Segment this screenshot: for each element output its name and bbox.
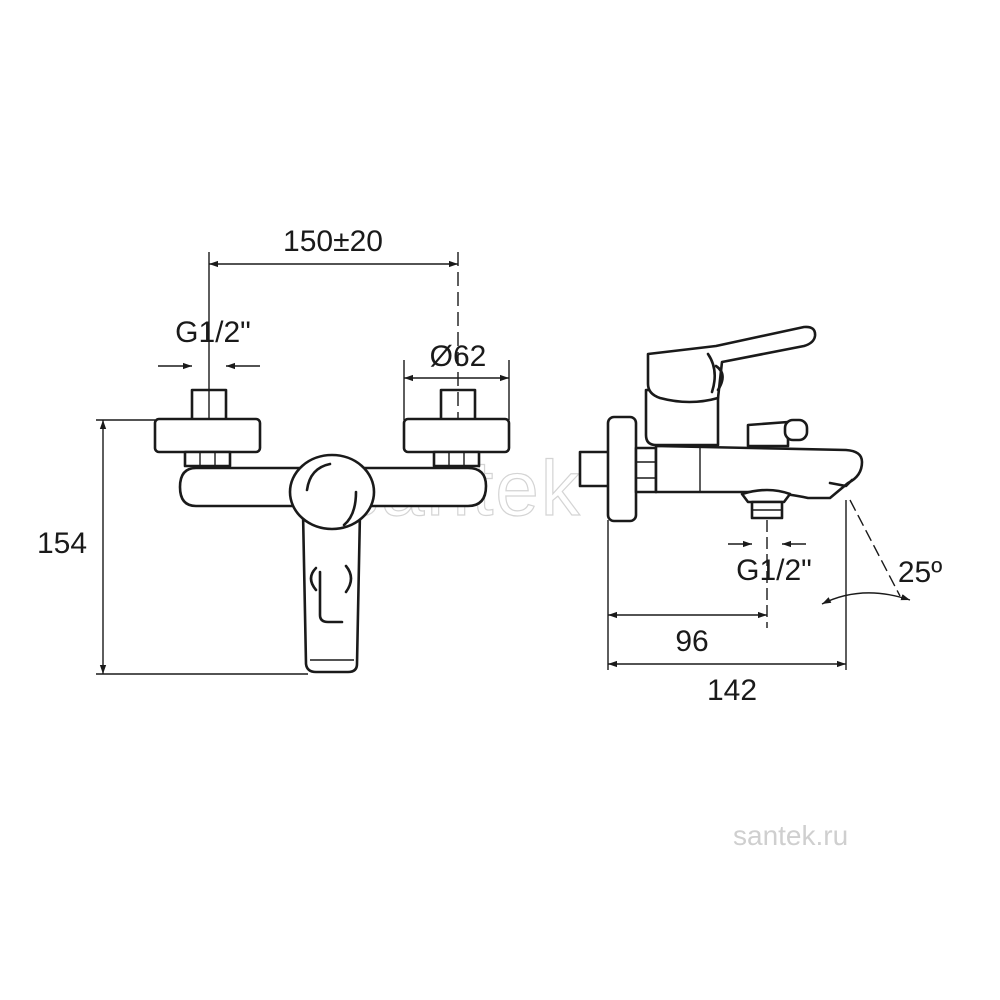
dim-flange-diameter: Ø62	[430, 340, 487, 373]
left-nut	[183, 450, 232, 468]
diverter-knob	[783, 418, 809, 442]
side-dimensions: G1/2" 96 142 25º	[607, 499, 942, 707]
side-inlet-stub	[578, 450, 612, 488]
side-flange	[606, 415, 638, 523]
dim-total-depth: 142	[707, 674, 757, 707]
side-view	[578, 325, 864, 523]
watermark-small: santek.ru	[733, 820, 848, 851]
diverter-base	[746, 420, 790, 448]
right-nut	[432, 450, 481, 468]
side-outlet-collar	[740, 488, 792, 504]
dim-height: 154	[37, 527, 87, 560]
side-lever	[646, 325, 817, 404]
right-flange	[402, 417, 511, 454]
cartridge-cap	[288, 453, 376, 531]
front-dimensions: 150±20 G1/2" Ø62 154	[37, 225, 510, 675]
dim-connection-spacing: 150±20	[283, 225, 383, 258]
dim-thread-side: G1/2"	[736, 554, 812, 587]
side-nut	[634, 446, 658, 494]
dim-angle: 25º	[898, 556, 942, 589]
dim-spout-to-outlet: 96	[675, 625, 708, 658]
front-view	[153, 388, 511, 674]
left-flange	[153, 417, 262, 454]
dim-thread-left: G1/2"	[175, 316, 251, 349]
side-cartridge-housing	[644, 388, 720, 447]
handle-lower	[301, 510, 362, 674]
